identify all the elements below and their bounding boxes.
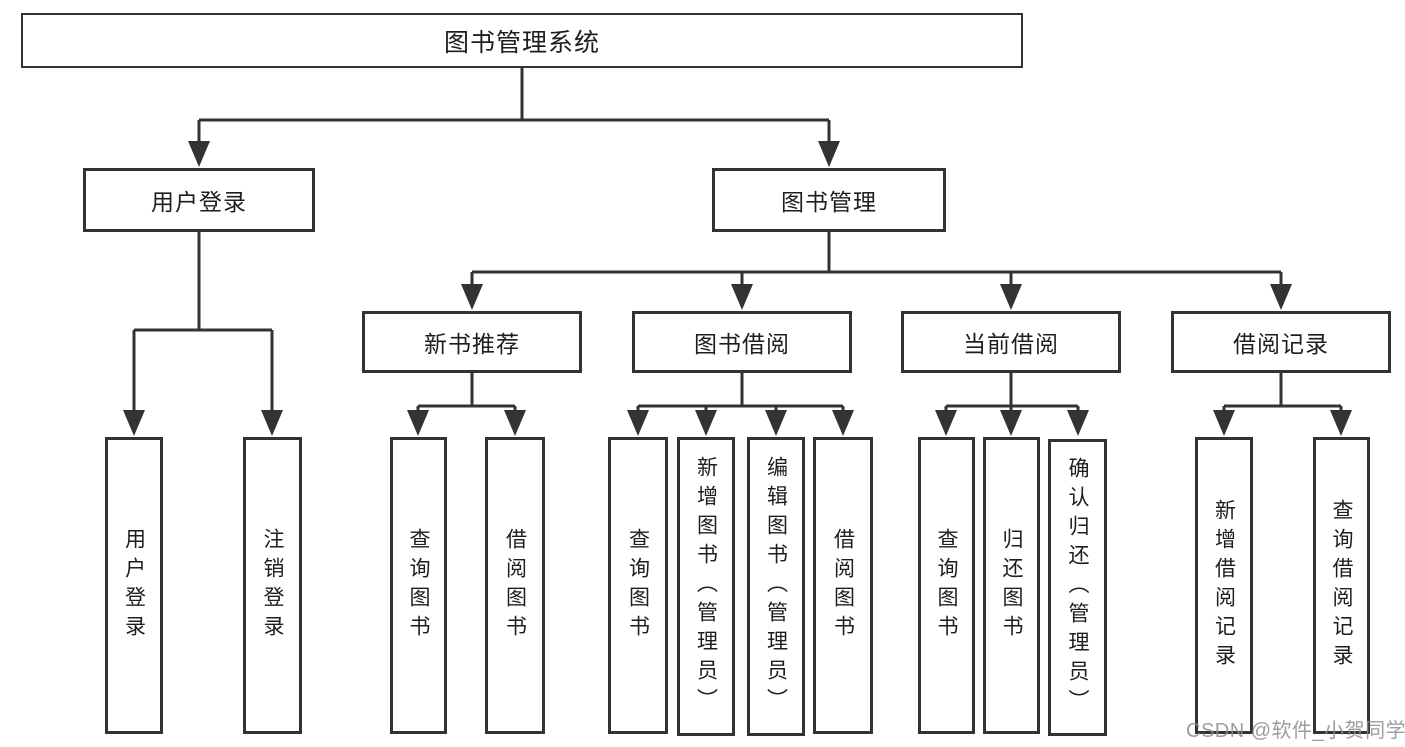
arrowhead-icon (1270, 284, 1292, 310)
arrowhead-icon (832, 410, 854, 436)
arrowhead-icon (1330, 410, 1352, 436)
node-current-borrow: 当前借阅 (901, 311, 1121, 373)
arrowhead-icon (461, 284, 483, 310)
leaf-query-book-1: 查询图书 (390, 437, 447, 734)
leaf-edit-book-admin: 编辑图书（管理员） (747, 437, 805, 736)
leaf-logout: 注销登录 (243, 437, 302, 734)
node-user-login: 用户登录 (83, 168, 315, 232)
leaf-add-borrow-record: 新增借阅记录 (1195, 437, 1253, 734)
arrowhead-icon (188, 141, 210, 167)
leaf-confirm-return-admin: 确认归还（管理员） (1048, 439, 1107, 736)
arrowhead-icon (504, 410, 526, 436)
leaf-return-book: 归还图书 (983, 437, 1040, 734)
arrowhead-icon (1000, 284, 1022, 310)
arrowhead-icon (627, 410, 649, 436)
leaf-query-borrow-record: 查询借阅记录 (1313, 437, 1370, 734)
arrowhead-icon (1067, 410, 1089, 436)
arrowhead-icon (1000, 410, 1022, 436)
leaf-user-login: 用户登录 (105, 437, 163, 734)
leaf-borrow-book-1: 借阅图书 (485, 437, 545, 734)
leaf-borrow-book-2: 借阅图书 (813, 437, 873, 734)
arrowhead-icon (935, 410, 957, 436)
arrowhead-icon (731, 284, 753, 310)
node-borrow-records: 借阅记录 (1171, 311, 1391, 373)
node-library-management-system: 图书管理系统 (21, 13, 1023, 68)
arrowhead-icon (123, 410, 145, 436)
node-new-book-recommend: 新书推荐 (362, 311, 582, 373)
node-book-management: 图书管理 (712, 168, 946, 232)
leaf-query-book-3: 查询图书 (918, 437, 975, 734)
leaf-add-book-admin: 新增图书（管理员） (677, 437, 735, 736)
csdn-watermark: CSDN @软件_小贺同学 (1186, 720, 1405, 742)
arrowhead-icon (261, 410, 283, 436)
arrowhead-icon (407, 410, 429, 436)
leaf-query-book-2: 查询图书 (608, 437, 668, 734)
node-book-borrow: 图书借阅 (632, 311, 852, 373)
arrowhead-icon (695, 410, 717, 436)
arrowhead-icon (818, 141, 840, 167)
arrowhead-icon (765, 410, 787, 436)
arrowhead-icon (1213, 410, 1235, 436)
